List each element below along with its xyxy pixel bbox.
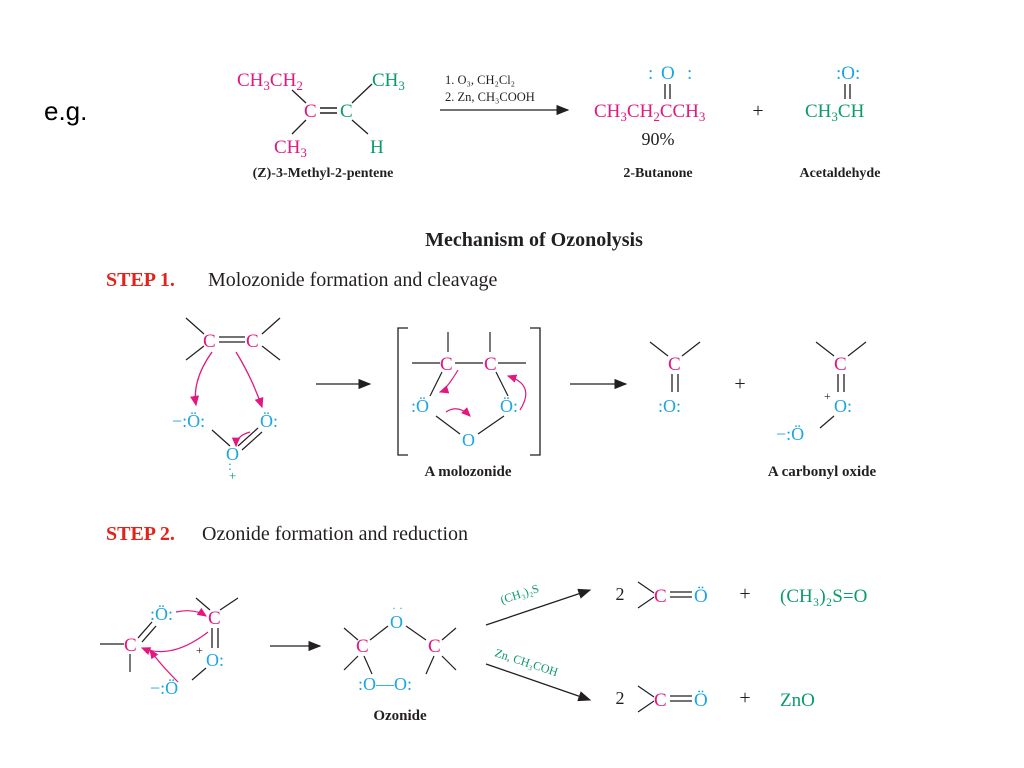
svg-text:C: C — [484, 354, 497, 375]
step2-text: Ozonide formation and reduction — [202, 523, 468, 545]
svg-text:O: O — [661, 63, 675, 84]
svg-text:C: C — [203, 331, 216, 352]
product-2-name: Acetaldehyde — [800, 166, 881, 181]
svg-text:+: + — [196, 643, 203, 657]
plus-sign: + — [734, 373, 745, 395]
svg-text:Ö:: Ö: — [260, 411, 278, 431]
dms-reagent: (CH₃)₂S — [499, 581, 541, 607]
molozonide-structure: C C :Ö Ö: O — [397, 327, 541, 456]
dms-coefficient: 2 — [616, 584, 625, 604]
svg-text:CH3CH2: CH3CH2 — [237, 70, 303, 93]
svg-text:· ·: · · — [392, 601, 403, 615]
svg-text:O: O — [462, 430, 475, 450]
svg-text:Ö: Ö — [694, 586, 708, 607]
butanone-structure: O : : CH3CH2CCH3 — [594, 63, 705, 124]
svg-text:C: C — [834, 354, 847, 375]
svg-text:−:Ö:: −:Ö: — [172, 411, 205, 431]
svg-text:+: + — [824, 389, 831, 403]
svg-text:H: H — [370, 137, 384, 158]
svg-text:O:: O: — [206, 650, 224, 670]
ozonide-caption: Ozonide — [373, 708, 427, 724]
svg-text:−:Ö: −:Ö — [150, 678, 178, 698]
molozonide-caption: A molozonide — [424, 464, 511, 480]
dms-product: (CH₃)₂S=O — [780, 586, 867, 607]
step2-reactants-structure: C :Ö: C + O: −:Ö — [100, 597, 239, 698]
svg-text:−:Ö: −:Ö — [776, 424, 804, 444]
svg-text::: : — [687, 63, 692, 84]
svg-text:C: C — [428, 636, 441, 657]
reagent-step-2: 2. Zn, CH₃COOH — [445, 90, 535, 104]
svg-text::O:: :O: — [658, 396, 681, 416]
plus-sign: + — [739, 687, 750, 709]
svg-text::O—O:: :O—O: — [358, 674, 412, 694]
svg-text:CH3: CH3 — [274, 137, 307, 160]
eg-label: e.g. — [44, 96, 88, 126]
svg-text:C: C — [654, 690, 667, 711]
step2-label: STEP 2. — [106, 523, 175, 545]
svg-text::: : — [648, 63, 653, 84]
svg-text:C: C — [246, 331, 259, 352]
reaction-arrow-icon — [485, 588, 592, 626]
svg-text:C: C — [208, 608, 221, 629]
product-1-name: 2-Butanone — [623, 166, 692, 181]
carbonyl-zn-product: C Ö — [637, 685, 708, 713]
carbonyl-product-structure: C :O: — [649, 341, 701, 416]
plus-sign: + — [739, 583, 750, 605]
carbonyl-oxide-structure: C + O: −:Ö — [776, 341, 867, 444]
reactant-name: (Z)-3-Methyl-2-pentene — [253, 166, 394, 181]
step1-alkene-ozone: C C −:Ö: Ö: O : + — [172, 317, 281, 483]
svg-text:Ö: Ö — [694, 690, 708, 711]
svg-text:C: C — [304, 101, 317, 122]
svg-text:O:: O: — [834, 396, 852, 416]
plus-sign: + — [752, 100, 763, 122]
carbonyl-dms-product: C Ö — [637, 581, 708, 609]
svg-text:C: C — [654, 586, 667, 607]
svg-text:C: C — [668, 354, 681, 375]
zn-coefficient: 2 — [616, 688, 625, 708]
svg-text:C: C — [356, 636, 369, 657]
zn-reagent: Zn, CH₃COH — [493, 646, 560, 680]
svg-text:+: + — [229, 468, 236, 483]
mechanism-title: Mechanism of Ozonolysis — [425, 229, 643, 251]
svg-text::Ö:: :Ö: — [150, 604, 173, 624]
ozonide-structure: O · · C C :O—O: — [343, 601, 457, 694]
svg-text::Ö: :Ö — [411, 396, 429, 416]
svg-text:C: C — [124, 635, 137, 656]
acetaldehyde-structure: :O: CH3CH — [805, 63, 865, 124]
carbonyl-oxide-caption: A carbonyl oxide — [768, 464, 877, 480]
svg-text::: : — [228, 459, 232, 474]
reactant-structure: CH3CH2 CH3 C C CH3 H — [237, 70, 405, 160]
product-1-yield: 90% — [642, 129, 675, 149]
svg-text:C: C — [440, 354, 453, 375]
svg-text:Ö:: Ö: — [500, 396, 518, 416]
svg-text:C: C — [340, 101, 353, 122]
svg-text:O: O — [390, 612, 403, 632]
svg-text:CH3: CH3 — [372, 70, 405, 93]
reaction-arrow-icon — [485, 663, 592, 702]
step1-label: STEP 1. — [106, 269, 175, 291]
svg-text:CH3CH2CCH3: CH3CH2CCH3 — [594, 101, 705, 124]
zn-product: ZnO — [780, 690, 815, 711]
svg-text:O: O — [226, 444, 239, 464]
svg-text::O:: :O: — [836, 63, 860, 84]
svg-text:CH3CH: CH3CH — [805, 101, 865, 124]
reagent-step-1: 1. O₃, CH₂Cl₂ — [445, 73, 515, 87]
step1-text: Molozonide formation and cleavage — [208, 269, 497, 291]
